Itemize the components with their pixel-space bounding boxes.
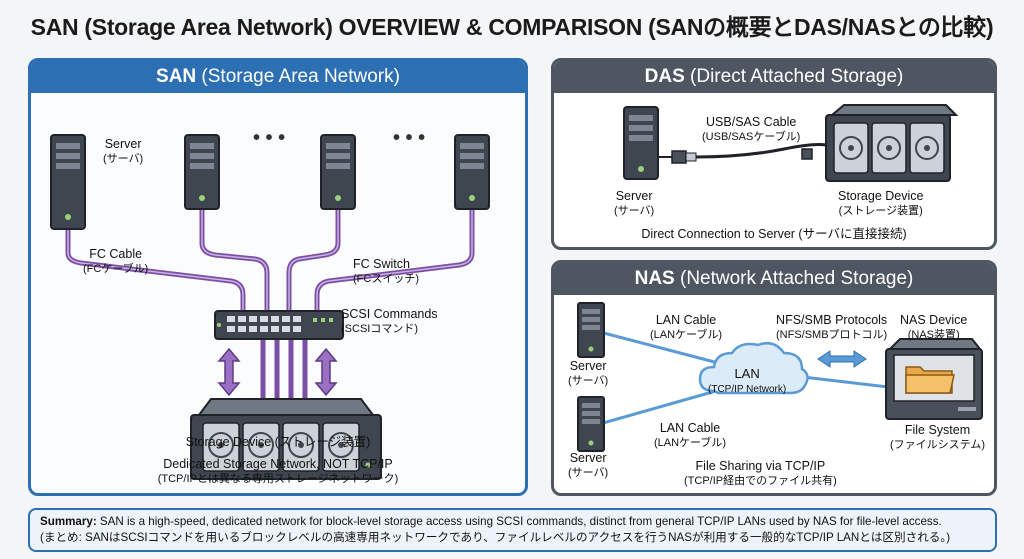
san-panel: SAN (Storage Area Network) <box>28 58 528 496</box>
lan-cable-bottom <box>595 385 731 427</box>
protocol-arrow-icon <box>817 350 867 368</box>
nas-device-icon <box>885 338 983 420</box>
ellipsis-2: • • • <box>393 127 426 149</box>
nas-panel: NAS (Network Attached Storage) <box>551 260 997 496</box>
server-icon <box>577 396 605 452</box>
nas-header-rest: (Network Attached Storage) <box>674 268 914 289</box>
server-icon <box>184 134 220 210</box>
ellipsis-1: • • • <box>253 127 286 149</box>
lan-cable-top <box>595 329 727 367</box>
nas-server-label-top: Server(サーバ) <box>568 359 609 387</box>
fc-switch-label: FC Switch(FCスイッチ) <box>353 257 419 285</box>
nas-server-label-bottom: Server(サーバ) <box>568 451 609 479</box>
page-title: SAN (Storage Area Network) OVERVIEW & CO… <box>30 14 994 40</box>
san-diagram <box>50 134 490 480</box>
lan-cable-label-top: LAN Cable(LANケーブル) <box>650 313 723 341</box>
server-icon <box>454 134 490 210</box>
lan-label: LAN(TCP/IP Network) <box>708 366 787 396</box>
summary-english: Summary: SAN is a high-speed, dedicated … <box>40 515 942 528</box>
fc-cables-to-storage <box>260 336 308 426</box>
server-icon <box>623 106 659 180</box>
san-footer: Dedicated Storage Network, NOT TCP/IP(TC… <box>157 457 399 485</box>
lan-cable-label-bottom: LAN Cable(LANケーブル) <box>654 421 727 449</box>
scsi-commands-label: SCSI Commands(SCSIコマンド) <box>341 307 438 335</box>
san-panel-header: SAN (Storage Area Network) <box>31 61 525 93</box>
nas-panel-header: NAS (Network Attached Storage) <box>554 263 994 295</box>
server-icon <box>50 134 86 230</box>
das-footer: Direct Connection to Server (サーバに直接接続) <box>641 227 907 241</box>
san-header-rest: (Storage Area Network) <box>196 66 400 87</box>
das-header-bold: DAS <box>644 66 685 87</box>
usb-cable <box>658 143 827 164</box>
nfs-smb-protocols-label: NFS/SMB Protocols(NFS/SMBプロトコル) <box>776 313 888 341</box>
fc-switch-icon <box>214 310 344 340</box>
nas-header-bold: NAS <box>634 268 675 289</box>
das-server-label: Server(サーバ) <box>614 189 655 217</box>
das-storage-device-icon <box>825 104 959 182</box>
summary-japanese: (まとめ: SANはSCSIコマンドを用いるブロックレベルの高速専用ネットワーク… <box>40 531 951 544</box>
das-diagram <box>623 104 959 182</box>
fc-cable-label: FC Cable(FCケーブル) <box>83 247 149 275</box>
nas-device-label: NAS Device(NAS装置) <box>900 313 968 341</box>
server-icon <box>577 302 605 358</box>
nas-diagram <box>577 302 983 452</box>
server-icon <box>320 134 356 210</box>
scsi-arrow-left <box>217 347 241 397</box>
das-panel: DAS (Direct Attached Storage) USB/SAS Ca… <box>551 58 997 250</box>
das-storage-label: Storage Device(ストレージ装置) <box>838 189 924 217</box>
san-header-bold: SAN <box>156 66 197 87</box>
nas-footer: File Sharing via TCP/IP(TCP/IP経由でのファイル共有… <box>684 459 837 487</box>
san-server-label: Server(サーバ) <box>103 137 144 165</box>
das-header-rest: (Direct Attached Storage) <box>684 66 904 87</box>
san-storage-label: Storage Device (ストレージ装置) <box>185 435 371 449</box>
usb-sas-cable-label: USB/SAS Cable(USB/SASケーブル) <box>702 115 801 143</box>
file-system-label: File System(ファイルシステム) <box>890 423 985 451</box>
storage-device-icon <box>190 398 382 480</box>
summary-box: Summary: SAN is a high-speed, dedicated … <box>28 508 997 552</box>
scsi-arrow-right <box>314 347 338 397</box>
das-panel-header: DAS (Direct Attached Storage) <box>554 61 994 93</box>
lan-cloud-icon <box>698 342 809 395</box>
